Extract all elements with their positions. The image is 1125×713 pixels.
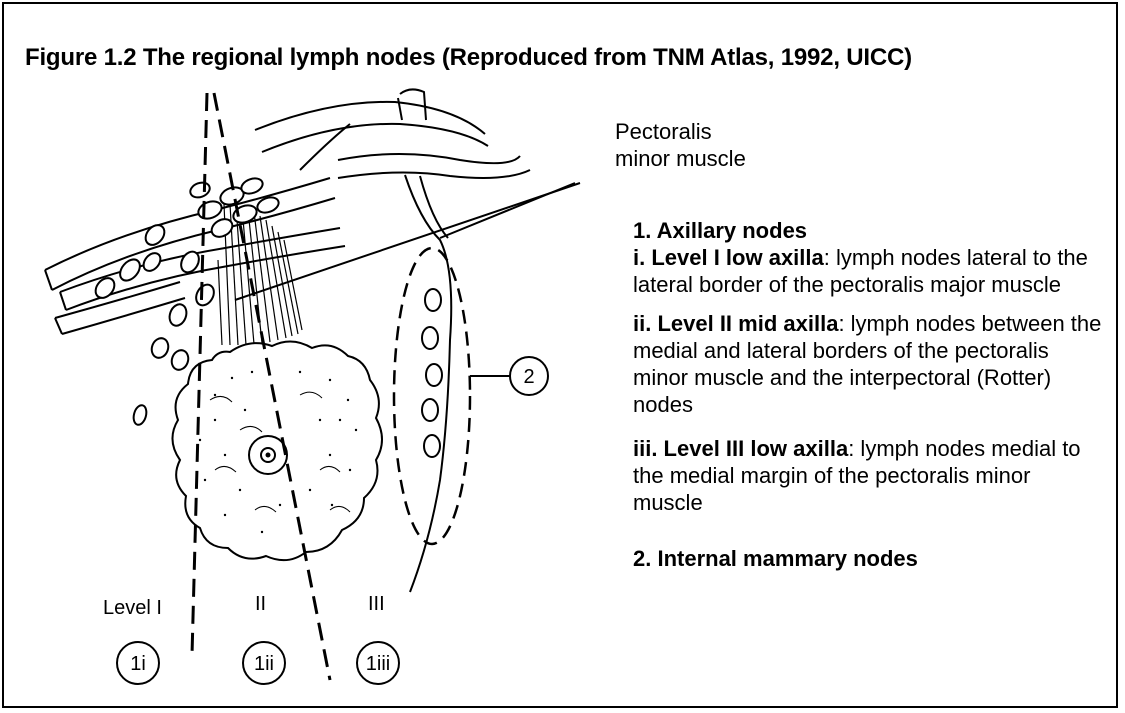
legend-item-level1-term: i. Level I low axilla <box>633 245 824 270</box>
level-label-3: III <box>368 593 385 616</box>
pectoralis-label-line-2: minor muscle <box>615 145 746 172</box>
level-label-2: II <box>255 593 266 616</box>
legend-item-level2-term: ii. Level II mid axilla <box>633 311 838 336</box>
legend-panel: 1. Axillary nodes i. Level I low axilla:… <box>633 217 1103 572</box>
legend-item-level1: i. Level I low axilla: lymph nodes later… <box>633 244 1103 298</box>
legend-heading-axillary: 1. Axillary nodes <box>633 217 1103 244</box>
level-circle-labels: 1i 1ii 1iii <box>130 653 390 675</box>
level-circle-label-1i: 1i <box>130 653 146 675</box>
callout-label-2: 2 <box>523 366 534 388</box>
internal-mammary-chain: 2 <box>394 248 548 544</box>
level-label-1: Level I <box>103 597 162 620</box>
level-circle-label-1iii: 1iii <box>366 653 390 675</box>
legend-item-level3-term: iii. Level III low axilla <box>633 436 848 461</box>
pectoralis-label-line-1: Pectoralis <box>615 118 746 145</box>
pectoralis-label: Pectoralis minor muscle <box>615 118 746 172</box>
legend-item-level2: ii. Level II mid axilla: lymph nodes bet… <box>633 310 1103 418</box>
legend-heading-internal: 2. Internal mammary nodes <box>633 545 1103 572</box>
breast-illustration <box>172 341 382 560</box>
legend-item-level3: iii. Level III low axilla: lymph nodes m… <box>633 435 1103 516</box>
level-circle-label-1ii: 1ii <box>254 653 274 675</box>
